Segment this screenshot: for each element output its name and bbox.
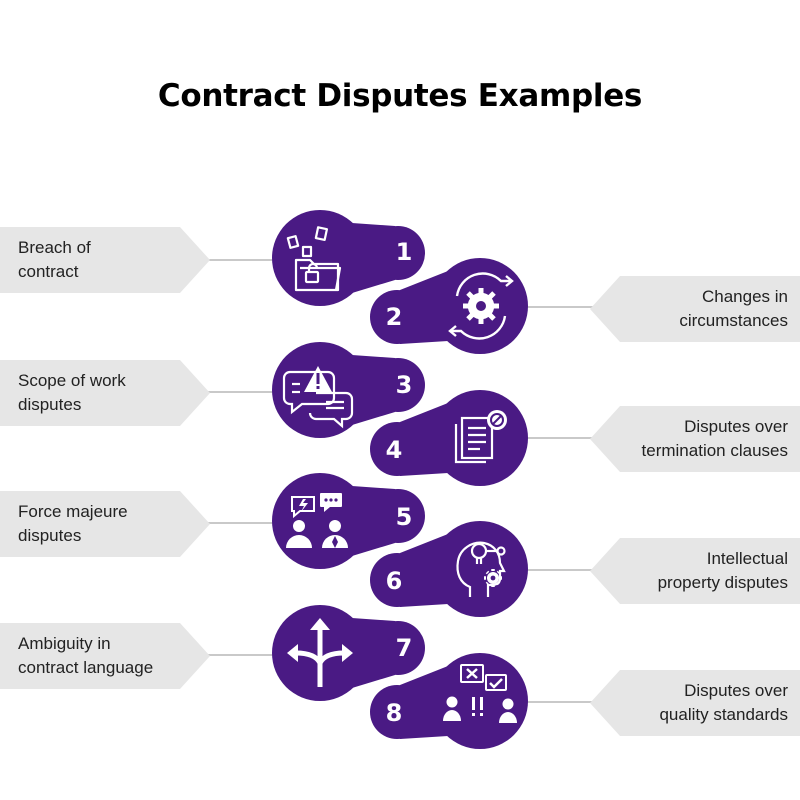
gear-cycle-icon (448, 272, 514, 340)
people-approve-reject-icon (443, 664, 517, 723)
label-item-8: Disputes over quality standards (590, 670, 800, 736)
label-item-2: Changes in circumstances (590, 276, 800, 342)
unlocked-folder-icon (286, 226, 342, 292)
label-item-6: Intellectual property disputes (590, 538, 800, 604)
number-8: 8 (385, 699, 403, 727)
label-item-4: Disputes over termination clauses (590, 406, 800, 472)
connector-1 (205, 259, 290, 261)
head-idea-gear-icon (456, 541, 506, 597)
number-6: 6 (385, 567, 403, 595)
number-2: 2 (385, 303, 403, 331)
number-4: 4 (385, 436, 403, 464)
split-arrows-icon (287, 618, 353, 687)
connector-8 (510, 701, 600, 703)
number-7: 7 (395, 634, 413, 662)
label-item-1: Breach of contract (0, 227, 210, 293)
number-3: 3 (395, 371, 413, 399)
number-5: 5 (395, 503, 413, 531)
people-arguing-icon (286, 493, 348, 548)
connector-5 (205, 522, 290, 524)
connector-3 (205, 391, 290, 393)
document-prohibited-icon (454, 410, 507, 464)
warning-chat-bubbles-icon (282, 366, 354, 429)
bubble-6 (370, 521, 528, 617)
label-item-3: Scope of work disputes (0, 360, 210, 426)
connector-2 (510, 306, 600, 308)
page-title: Contract Disputes Examples (157, 78, 643, 114)
connector-4 (510, 437, 600, 439)
connector-7 (205, 654, 290, 656)
number-1: 1 (395, 238, 413, 266)
connector-6 (510, 569, 600, 571)
label-item-5: Force majeure disputes (0, 491, 210, 557)
label-item-7: Ambiguity in contract language (0, 623, 210, 689)
